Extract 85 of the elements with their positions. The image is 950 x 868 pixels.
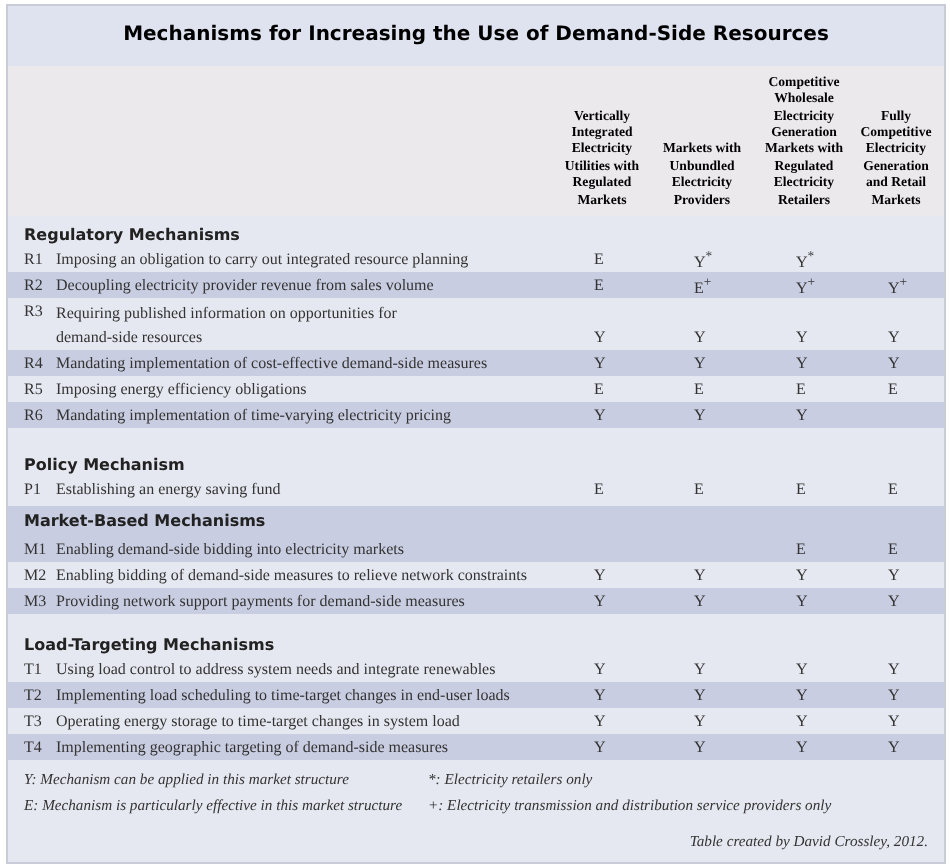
rating-mark: Y: [888, 738, 900, 756]
rating-mark: Y: [888, 354, 900, 372]
mechanism-text: Mandating implementation of time-varying electricity pricing: [56, 406, 451, 424]
row-code: R1: [24, 250, 43, 268]
mechanism-text: Requiring published information on opportunities for demand-side resources: [56, 302, 399, 350]
rating-mark: Y: [694, 660, 706, 678]
mechanism-text: Mandating implementation of cost-effective demand-side measures: [56, 354, 488, 372]
rating-mark: Y: [594, 738, 606, 756]
rating-mark: Y: [888, 686, 900, 704]
rating-mark: Y: [594, 354, 606, 372]
mechanism-text: Operating energy storage to time-target changes in system load: [56, 712, 460, 730]
rating-mark: Y: [594, 328, 606, 346]
row-code: R4: [24, 354, 43, 372]
rating-mark: E: [594, 250, 604, 268]
rating-mark: E: [888, 480, 898, 498]
rating-mark: Y: [888, 660, 900, 678]
rating-mark: Y: [796, 566, 808, 584]
section-heading: Policy Mechanism: [24, 456, 185, 474]
section-heading: Market-Based Mechanisms: [24, 512, 266, 530]
rating-mark: Y: [694, 406, 706, 424]
rating-mark: E$^{+}$: [694, 276, 712, 298]
rating-mark: Y$^{+}$: [888, 276, 908, 298]
rating-mark: Y: [694, 354, 706, 372]
row-code: R3: [24, 302, 43, 320]
rating-mark: Y: [796, 660, 808, 678]
rating-mark: Y: [888, 712, 900, 730]
rating-mark: Y: [796, 328, 808, 346]
rating-mark: E: [594, 276, 604, 294]
mechanism-text: Using load control to address system needs and integrate renewables: [56, 660, 496, 678]
rating-mark: Y: [594, 712, 606, 730]
row-code: M3: [24, 592, 47, 610]
mechanism-text: Implementing load scheduling to time-target changes in end-user loads: [56, 686, 510, 704]
rating-mark: E: [694, 480, 704, 498]
rating-mark: E: [594, 480, 604, 498]
rating-mark: Y: [796, 354, 808, 372]
rating-mark: Y$^{+}$: [796, 276, 816, 298]
rating-mark: E: [888, 540, 898, 558]
section-heading: Regulatory Mechanisms: [24, 226, 240, 244]
mechanism-text: Enabling demand-side bidding into electricity markets: [56, 540, 404, 558]
rating-mark: Y: [594, 660, 606, 678]
row-code: T1: [24, 660, 42, 678]
rating-mark: Y: [694, 328, 706, 346]
mechanism-text: Implementing geographic targeting of demand-side measures: [56, 738, 449, 756]
mechanism-text: Imposing an obligation to carry out integrated resource planning: [56, 250, 469, 268]
rating-mark: Y: [694, 712, 706, 730]
rating-mark: E: [694, 380, 704, 398]
rating-mark: Y: [888, 592, 900, 610]
row-code: T4: [24, 738, 42, 756]
mechanism-text: Decoupling electricity provider revenue from sales volume: [56, 276, 434, 294]
rating-mark: Y: [694, 592, 706, 610]
rating-mark: Y: [594, 406, 606, 424]
rating-mark: Y: [796, 406, 808, 424]
row-code: M2: [24, 566, 47, 584]
row-code: R2: [24, 276, 43, 294]
rating-mark: E: [796, 540, 806, 558]
rating-mark: E: [796, 380, 806, 398]
table-title: Mechanisms for Increasing the Use of Demand-Side Resources: [121, 24, 831, 46]
row-code: R6: [24, 406, 43, 424]
rating-mark: Y: [694, 566, 706, 584]
rating-mark: E: [594, 380, 604, 398]
mechanism-text: Establishing an energy saving fund: [56, 480, 281, 498]
mechanism-text: Enabling bidding of demand-side measures to relieve network constraints: [56, 566, 527, 584]
row-code: R5: [24, 380, 43, 398]
rating-mark: Y: [888, 328, 900, 346]
section-heading: Load-Targeting Mechanisms: [24, 636, 275, 654]
rating-mark: Y: [594, 592, 606, 610]
rating-mark: Y: [594, 686, 606, 704]
rating-mark: Y: [796, 686, 808, 704]
row-code: M1: [24, 540, 47, 558]
rating-mark: Y$^{*}$: [796, 250, 815, 272]
rating-mark: Y: [694, 738, 706, 756]
rating-mark: Y: [888, 566, 900, 584]
mechanism-text: Providing network support payments for demand-side measures: [56, 592, 465, 610]
rating-mark: Y: [594, 566, 606, 584]
rating-mark: Y: [796, 738, 808, 756]
mechanism-text: Imposing energy efficiency obligations: [56, 380, 307, 398]
rating-mark: E: [888, 380, 898, 398]
rating-mark: Y$^{*}$: [694, 250, 713, 272]
rating-mark: Y: [694, 686, 706, 704]
row-code: T3: [24, 712, 42, 730]
row-code: T2: [24, 686, 42, 704]
row-code: P1: [24, 480, 41, 498]
rating-mark: Y: [796, 712, 808, 730]
rating-mark: E: [796, 480, 806, 498]
rating-mark: Y: [796, 592, 808, 610]
